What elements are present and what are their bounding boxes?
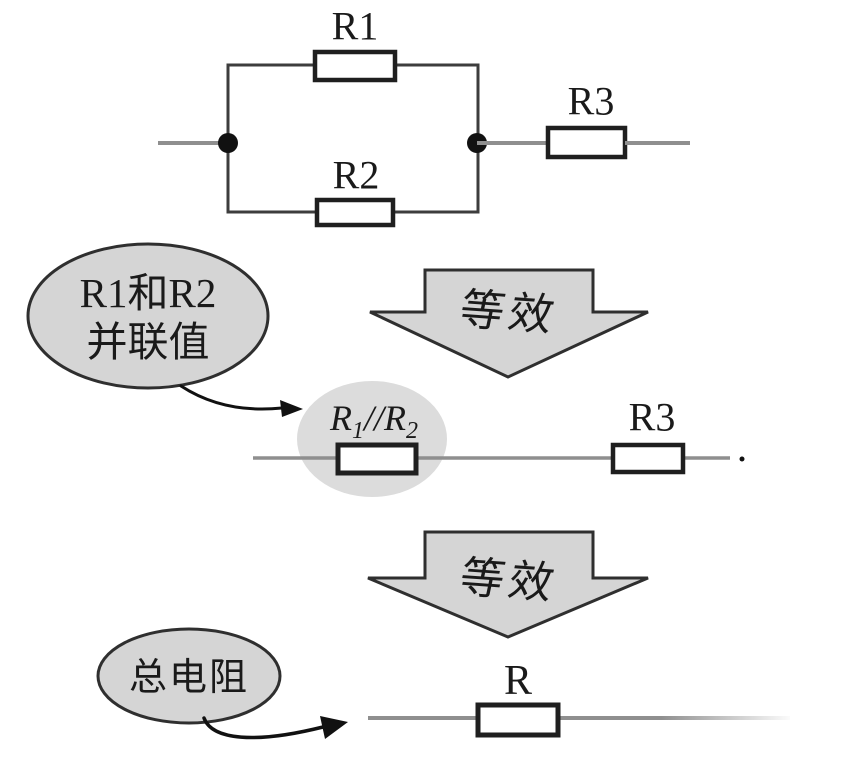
combined-label-sub1: 1 bbox=[352, 418, 364, 444]
callout-total-resistance: 总电阻 bbox=[96, 627, 348, 740]
top-circuit: R1 R2 R3 bbox=[158, 4, 690, 228]
callout-parallel-bubble bbox=[26, 242, 270, 390]
combined-label-r2: R bbox=[383, 398, 406, 438]
total-resistor-body bbox=[475, 702, 561, 738]
combined-label-sub2: 2 bbox=[406, 418, 418, 444]
callout-total-bubble bbox=[96, 627, 282, 725]
combined-resistor-body bbox=[335, 442, 419, 476]
equivalence-label-1: 等效 bbox=[455, 286, 563, 341]
equivalence-arrow-2: 等效 bbox=[367, 530, 649, 639]
middle-resistor-r3-body bbox=[610, 442, 686, 475]
middle-resistor-r3-label: R3 bbox=[629, 395, 676, 440]
equivalence-arrow-1: 等效 bbox=[369, 268, 649, 379]
block-arrow-down-icon bbox=[367, 530, 649, 639]
combined-label-r1: R bbox=[329, 398, 352, 438]
total-resistor-label: R bbox=[504, 658, 532, 704]
callout-parallel-line1: R1和R2 bbox=[80, 270, 217, 316]
resistor-r3-body bbox=[545, 125, 628, 160]
middle-wire-end-dot bbox=[739, 456, 745, 462]
resistor-r1-label: R1 bbox=[332, 4, 379, 49]
callout-parallel-line2: 并联值 bbox=[87, 319, 210, 365]
combined-resistor-label: R1//R2 bbox=[329, 398, 418, 444]
callout-parallel-arrowhead-icon bbox=[280, 400, 303, 417]
combined-label-separator: // bbox=[362, 398, 387, 438]
middle-circuit: R1//R2 R3 bbox=[253, 381, 745, 497]
resistor-r1-body bbox=[312, 49, 398, 83]
callout-total-arrow-curve bbox=[202, 716, 325, 740]
junction-dot-left bbox=[218, 133, 238, 153]
bottom-circuit: R bbox=[368, 658, 790, 738]
block-arrow-down-icon bbox=[369, 268, 649, 379]
callout-total-arrowhead-icon bbox=[320, 716, 348, 739]
resistor-r2-body bbox=[314, 197, 396, 228]
resistor-r2-label: R2 bbox=[333, 153, 380, 198]
callout-total-label: 总电阻 bbox=[129, 657, 249, 699]
resistor-r3-label: R3 bbox=[568, 79, 615, 124]
callout-parallel-value: R1和R2 并联值 bbox=[26, 242, 303, 417]
equivalence-label-2: 等效 bbox=[455, 554, 563, 609]
callout-parallel-arrow-curve bbox=[179, 384, 284, 411]
